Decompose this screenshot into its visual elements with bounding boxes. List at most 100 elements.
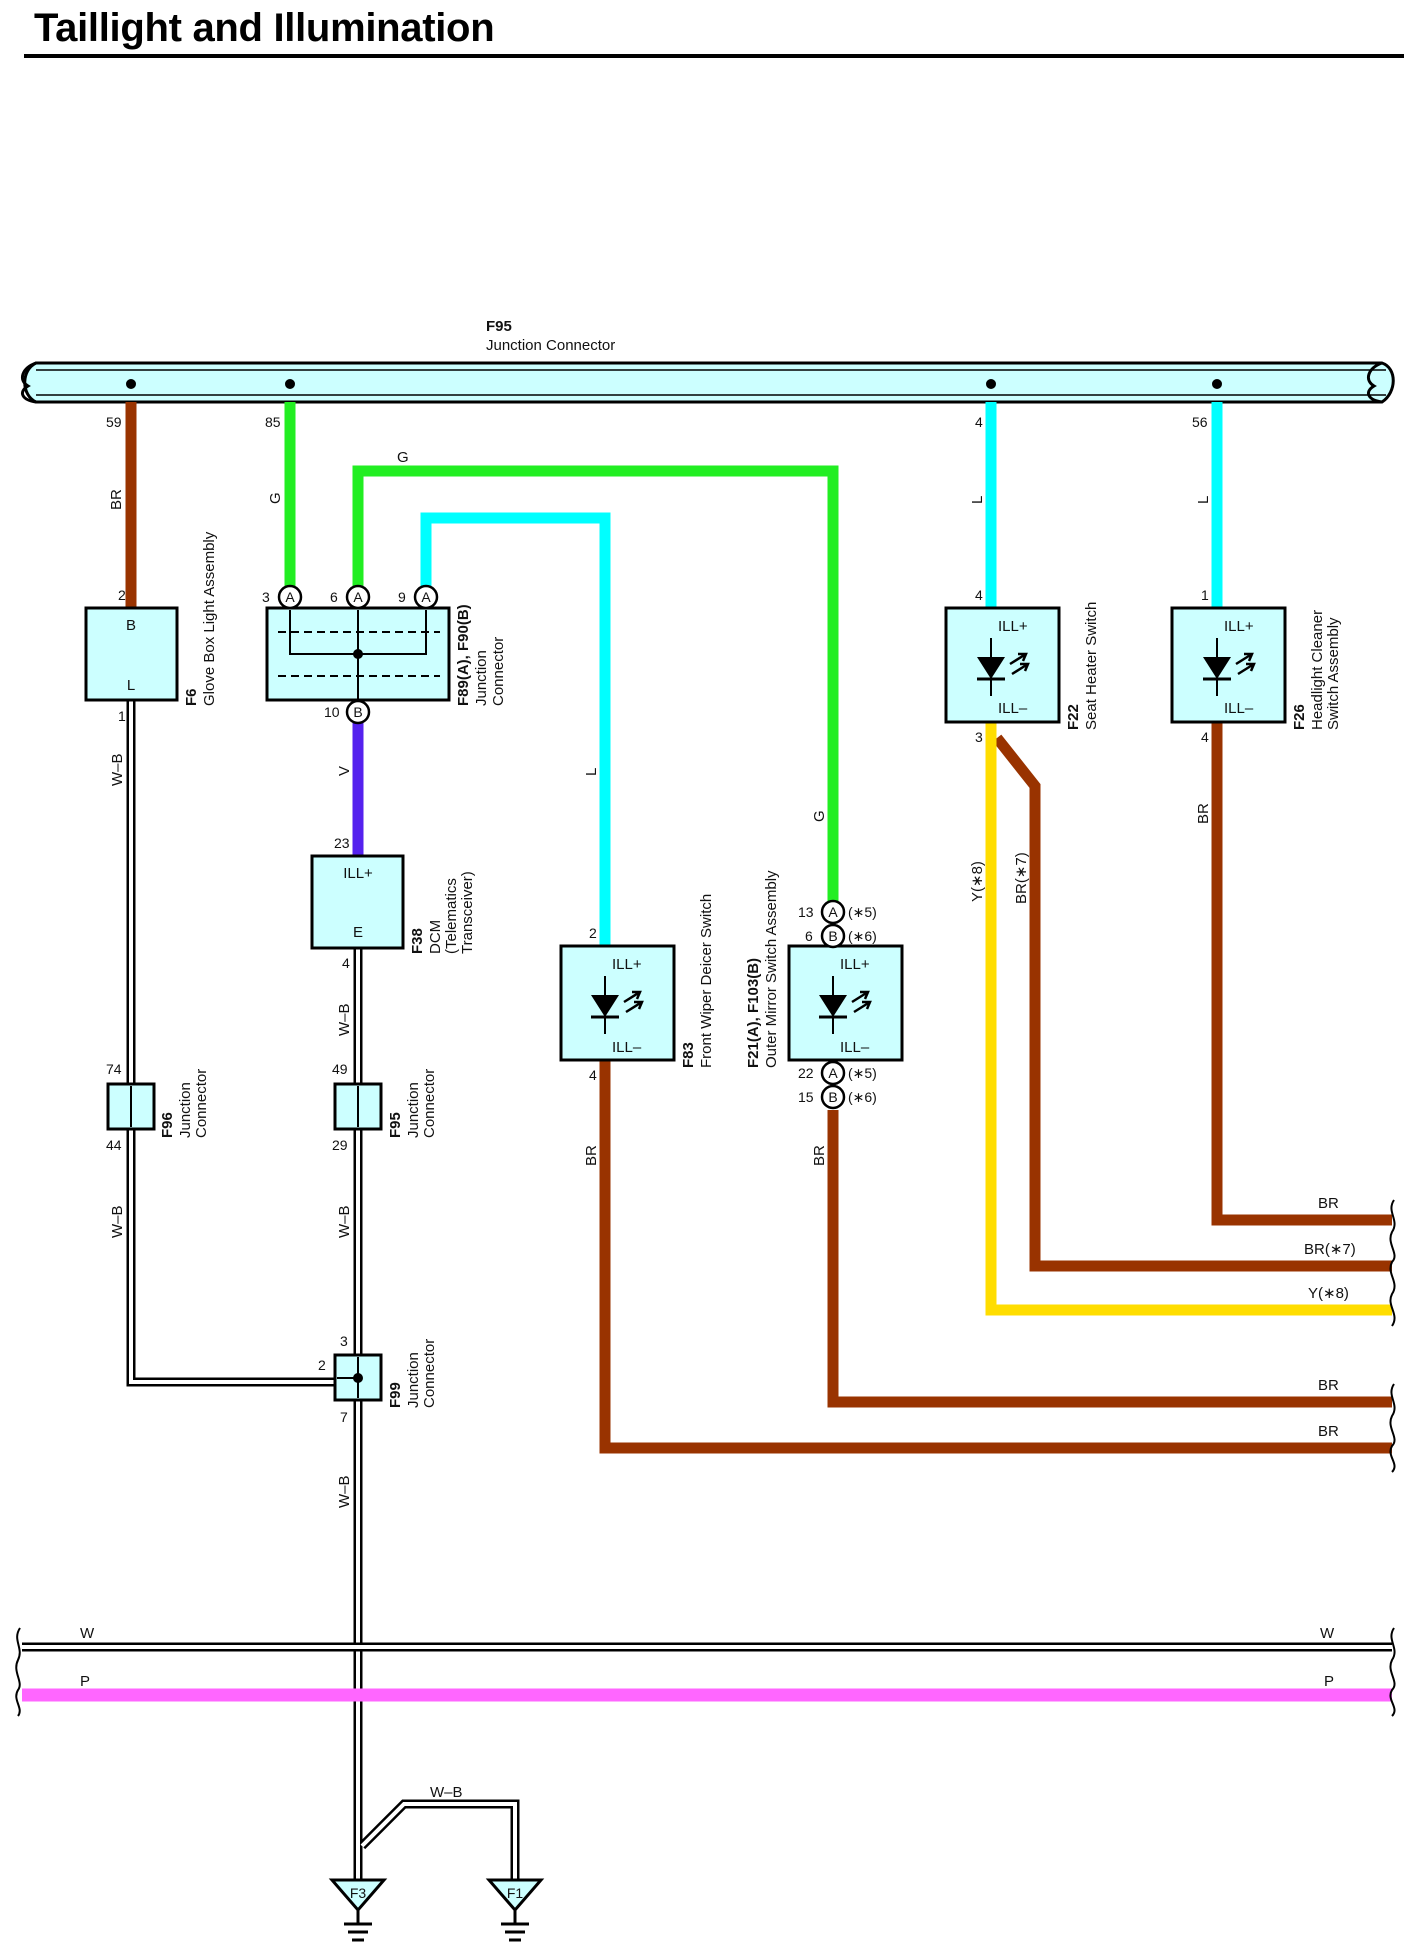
svg-text:A: A <box>285 589 295 605</box>
f26-id: F26 <box>1291 704 1308 730</box>
wire-label: G <box>811 810 828 822</box>
bar-pin-56: 56 <box>1192 414 1208 430</box>
wire-label: BR <box>1195 803 1212 824</box>
ground-f3 <box>328 1878 388 1942</box>
f21-pin-13: 13 <box>798 904 814 920</box>
f89-pin-6: 6 <box>330 589 338 605</box>
f21-id: F21(A), F103(B) <box>745 958 762 1068</box>
junction-bar-f95 <box>20 361 1395 404</box>
ground-f3-label: F3 <box>350 1885 367 1901</box>
wire-br-f21 <box>827 1110 1392 1408</box>
f38-pin-4: 4 <box>342 955 350 971</box>
f38-ill-label: ILL+ <box>343 865 373 882</box>
glove-box-light-assembly <box>84 606 179 702</box>
f21-note-6b: (∗6) <box>848 1089 877 1105</box>
bus-break-right <box>1389 1627 1396 1717</box>
f22-pin-4: 4 <box>975 587 983 603</box>
f99-pin-3: 3 <box>340 1333 348 1349</box>
f96-name-1: Junction <box>177 1082 194 1138</box>
headlight-cleaner-switch-assembly <box>1170 606 1287 724</box>
svg-text:B: B <box>353 704 362 720</box>
connector-badge: A <box>820 899 846 925</box>
f95b-id: F95 <box>387 1112 404 1138</box>
f26-pin-1: 1 <box>1201 587 1209 603</box>
colored-wires <box>125 402 1392 1454</box>
f99-pin-2: 2 <box>318 1357 326 1373</box>
f99-pin-7: 7 <box>340 1409 348 1425</box>
wire-label: Y(∗8) <box>969 861 986 902</box>
wire-label: W–B <box>109 753 126 786</box>
f83-pin-4: 4 <box>589 1067 597 1083</box>
wire-label: L <box>583 768 600 776</box>
connector-badge: B <box>820 923 846 949</box>
connector-badge: A <box>277 584 303 610</box>
wire-label: Y(∗8) <box>1308 1285 1349 1302</box>
bar-pin-85: 85 <box>265 414 281 430</box>
title-rule <box>24 54 1404 58</box>
wire-label: BR <box>811 1145 828 1166</box>
dcm-telematics <box>310 854 405 950</box>
connector-badge: B <box>345 699 371 725</box>
wire-br-f83 <box>599 1060 1392 1454</box>
f21-note-5a: (∗5) <box>848 904 877 920</box>
f83-name: Front Wiper Deicer Switch <box>698 894 715 1068</box>
f96-id: F96 <box>159 1112 176 1138</box>
f26-pin-4: 4 <box>1201 729 1209 745</box>
wire-label: BR <box>1318 1195 1339 1212</box>
f26-name-2: Switch Assembly <box>1325 617 1342 730</box>
f21-pin-15: 15 <box>798 1089 814 1105</box>
f83-illp: ILL+ <box>612 956 642 973</box>
wire-label: W–B <box>336 1205 353 1238</box>
f26-name-1: Headlight Cleaner <box>1309 610 1326 730</box>
f89-pin-3: 3 <box>262 589 270 605</box>
svg-text:A: A <box>353 589 363 605</box>
f22-pin-3: 3 <box>975 729 983 745</box>
wire-label: V <box>336 766 353 776</box>
f21-illm: ILL– <box>840 1039 870 1056</box>
f6-pin-2: 2 <box>118 587 126 603</box>
f38-name-2: (Telematics <box>443 878 460 954</box>
f21-pin-6: 6 <box>805 928 813 944</box>
f38-e-label: E <box>353 924 363 941</box>
bar-pin-4: 4 <box>975 414 983 430</box>
wire-label: W–B <box>336 1475 353 1508</box>
f95b-pin-49: 49 <box>332 1061 348 1077</box>
wire-label: W <box>80 1625 95 1642</box>
f6-id: F6 <box>183 688 200 706</box>
f21-pin-22: 22 <box>798 1065 814 1081</box>
f95b-name-2: Connector <box>421 1069 438 1138</box>
wire-label: G <box>397 449 409 466</box>
svg-text:A: A <box>421 589 431 605</box>
f38-name-3: Transceiver) <box>459 871 476 954</box>
f38-id: F38 <box>409 928 426 954</box>
wire-label: G <box>267 492 284 504</box>
f26-illm: ILL– <box>1224 700 1254 717</box>
f83-illm: ILL– <box>612 1039 642 1056</box>
f95b-pin-29: 29 <box>332 1137 348 1153</box>
f96-pin-44: 44 <box>106 1137 122 1153</box>
bar-pin-59: 59 <box>106 414 122 430</box>
f21-note-6a: (∗6) <box>848 928 877 944</box>
svg-text:A: A <box>828 904 838 920</box>
wire-label: BR <box>1318 1423 1339 1440</box>
seat-heater-switch <box>944 606 1061 724</box>
connector-badge: A <box>345 584 371 610</box>
wire-label: BR(∗7) <box>1304 1241 1356 1258</box>
wire-label: W–B <box>109 1205 126 1238</box>
f89-name-2: Connector <box>490 637 507 706</box>
f89-pin-10: 10 <box>324 704 340 720</box>
f99-id: F99 <box>387 1382 404 1408</box>
f38-pin-23: 23 <box>334 835 350 851</box>
f89-name-1: Junction <box>473 650 490 706</box>
f38-name-1: DCM <box>427 920 444 954</box>
f96-pin-74: 74 <box>106 1061 122 1077</box>
ground-f1 <box>485 1878 545 1942</box>
junction-connector-f95-lower <box>333 1082 383 1131</box>
bus-break-left <box>15 1627 21 1717</box>
wire-g-top <box>352 465 839 902</box>
svg-text:A: A <box>828 1065 838 1081</box>
wire-br-f22 <box>992 734 1392 1272</box>
junction-bar-id: F95 <box>486 318 512 335</box>
wire-y-f22 <box>985 722 1392 1316</box>
